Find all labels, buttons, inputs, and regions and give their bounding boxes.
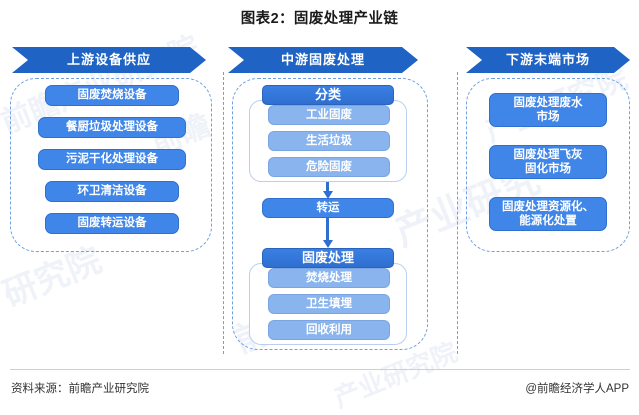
page-title: 图表2：固废处理产业链 — [240, 11, 399, 27]
upstream-column-container — [10, 78, 212, 252]
midstream-stage-classification[interactable]: 分类 — [262, 85, 394, 105]
arrow-connector-down-icon — [322, 218, 333, 248]
treatment-item-box[interactable]: 焚烧处理 — [268, 268, 390, 288]
column-divider-upstream-midstream — [223, 72, 224, 354]
banner-upstream: 上游设备供应 — [12, 47, 206, 73]
banner-midstream: 中游固废处理 — [228, 47, 418, 73]
midstream-stage-treatment[interactable]: 固废处理 — [262, 248, 394, 268]
downstream-item-box[interactable]: 固废处理废水 市场 — [489, 93, 607, 127]
footer-app-handle: @前瞻经济学人APP — [525, 383, 629, 395]
column-divider-midstream-downstream — [457, 72, 458, 354]
treatment-item-box[interactable]: 回收利用 — [268, 320, 390, 340]
downstream-column-container — [466, 78, 630, 252]
upstream-item-box[interactable]: 污泥干化处理设备 — [38, 149, 186, 170]
upstream-item-box[interactable]: 固废转运设备 — [45, 213, 179, 234]
classification-item-box[interactable]: 工业固废 — [268, 105, 390, 125]
upstream-item-box[interactable]: 固废焚烧设备 — [45, 85, 179, 106]
midstream-column-container — [232, 78, 428, 350]
arrow-connector-down-icon — [322, 182, 333, 199]
treatment-item-box[interactable]: 卫生填埋 — [268, 294, 390, 314]
classification-item-box[interactable]: 危险固废 — [268, 157, 390, 177]
footer-divider — [10, 369, 630, 370]
upstream-item-box[interactable]: 环卫清洁设备 — [45, 181, 179, 202]
upstream-item-box[interactable]: 餐厨垃圾处理设备 — [38, 117, 186, 138]
classification-item-box[interactable]: 生活垃圾 — [268, 131, 390, 151]
banner-downstream: 下游末端市场 — [466, 47, 630, 73]
downstream-item-box[interactable]: 固废处理飞灰 固化市场 — [489, 145, 607, 179]
footer-source: 资料来源：前瞻产业研究院 — [11, 383, 149, 395]
downstream-item-box[interactable]: 固废处理资源化、 能源化处置 — [489, 197, 607, 231]
midstream-stage-transfer[interactable]: 转运 — [262, 198, 394, 218]
